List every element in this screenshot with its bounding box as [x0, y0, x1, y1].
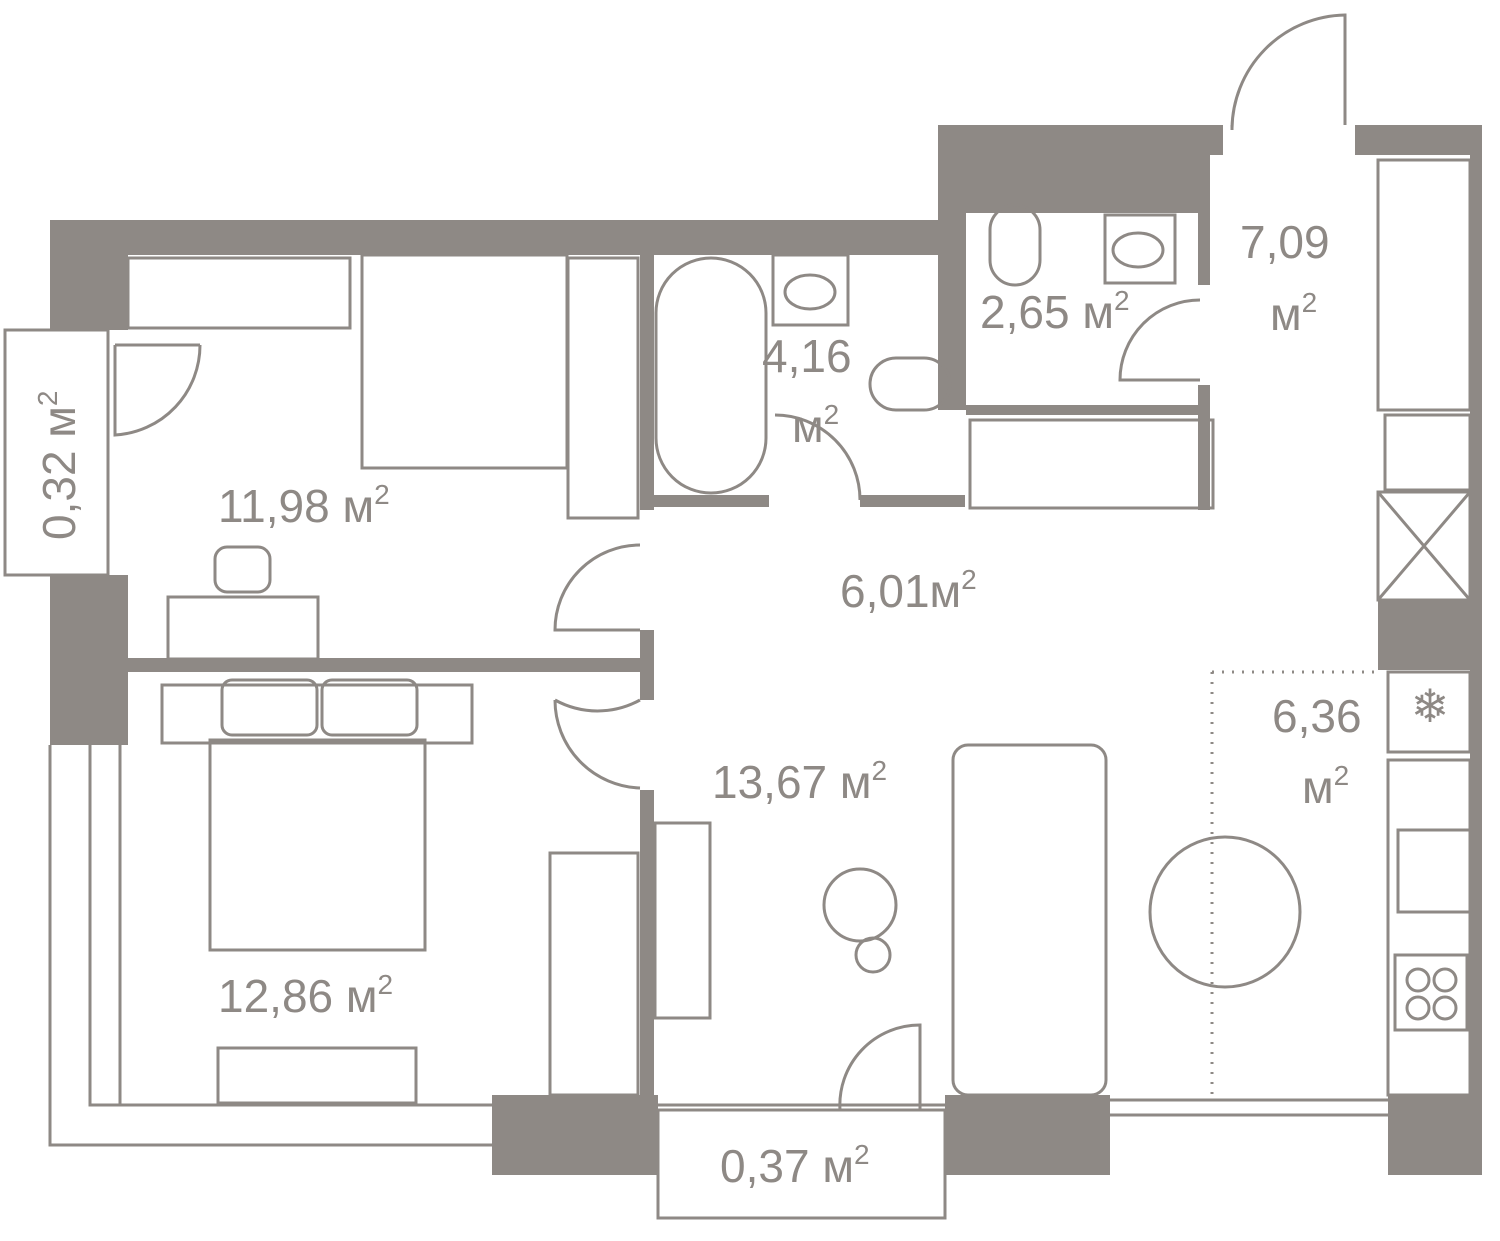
- area-entrance-hall: 7,09: [1240, 216, 1330, 268]
- sink-bath: [771, 253, 850, 327]
- svg-text:❄: ❄: [1411, 680, 1450, 732]
- shelf-hall: [968, 418, 1215, 510]
- vent: [1376, 490, 1472, 602]
- furniture: ❄: [126, 158, 1472, 1105]
- tv-stand: [653, 821, 712, 1020]
- stove: [1393, 953, 1469, 1032]
- bathtub: [654, 256, 768, 495]
- chair: [213, 545, 272, 594]
- wardrobe: [126, 256, 352, 330]
- area-wc: 2,65 м2: [980, 285, 1130, 338]
- washer: [1383, 413, 1472, 492]
- windows: [48, 745, 1388, 1147]
- coffee-table: [822, 867, 898, 943]
- kitchen-sink: [1396, 828, 1472, 914]
- doors[interactable]: [113, 13, 1347, 1111]
- toilet-wc: [988, 203, 1042, 287]
- area-kitchen: 6,36: [1272, 690, 1362, 742]
- area-balcony-bottom: 0,37 м2: [720, 1139, 870, 1192]
- walls: [50, 125, 1482, 1175]
- bed-1: [360, 253, 569, 470]
- fridge: [1386, 670, 1472, 754]
- shelf-bedroom: [548, 851, 640, 1097]
- area-bathroom-unit: м2: [792, 399, 839, 452]
- bed-2: [208, 738, 427, 952]
- toilet-bath: [868, 356, 952, 412]
- sofa: [951, 743, 1108, 1097]
- dining-table: [1148, 835, 1302, 989]
- area-entrance-hall-unit: м2: [1270, 287, 1317, 340]
- sink-wc: [1103, 213, 1177, 285]
- room-labels: 0,32 м2 11,98 м2 4,16 м2 2,65 м2 7,09 м2…: [32, 216, 1362, 1192]
- area-bedroom-2: 12,86 м2: [218, 969, 393, 1022]
- balcony-bottom: [656, 1108, 947, 1220]
- desk: [166, 595, 320, 661]
- dresser: [216, 1046, 418, 1105]
- area-balcony-left: 0,32 м2: [32, 390, 85, 540]
- area-bathroom: 4,16: [762, 330, 852, 382]
- wardrobe-hall: [1376, 158, 1472, 412]
- nightstand: [566, 256, 640, 520]
- area-kitchen-unit: м2: [1302, 760, 1349, 813]
- balcony-left: [3, 328, 110, 577]
- area-bedroom-1: 11,98 м2: [218, 479, 390, 532]
- area-corridor: 6,01м2: [840, 564, 977, 617]
- area-living-room: 13,67 м2: [712, 755, 887, 808]
